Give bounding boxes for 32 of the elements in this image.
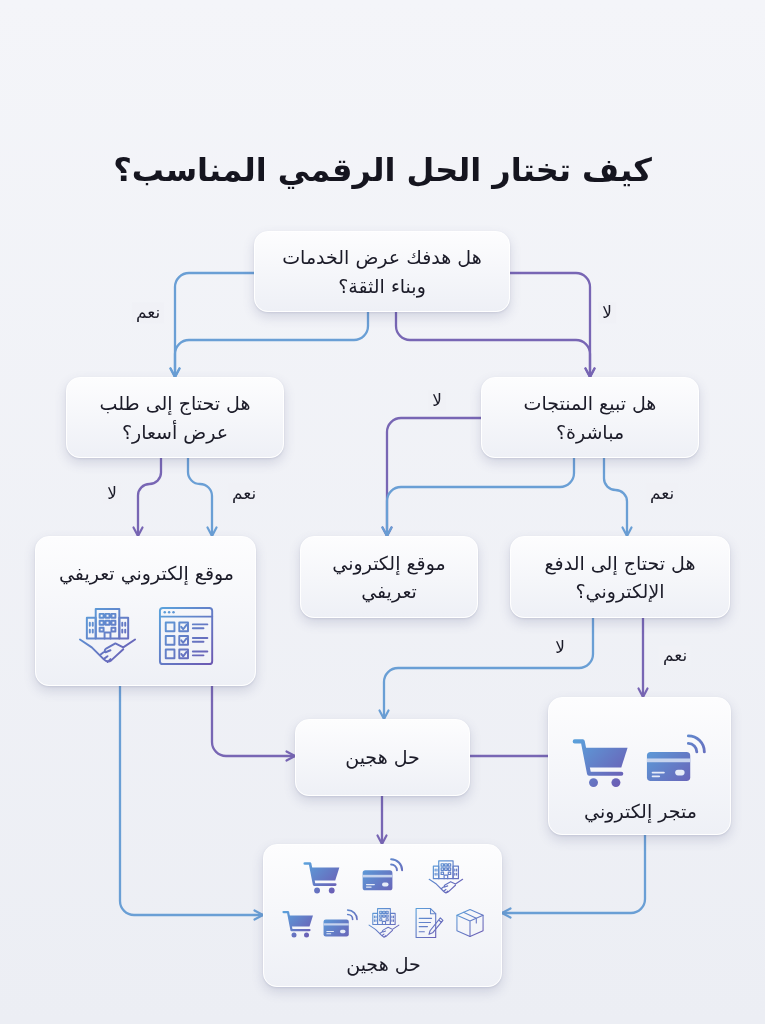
arrow: [637, 616, 649, 699]
title: كيف تختار الحل الرقمي المناسب؟: [113, 150, 652, 191]
decision-box: [66, 377, 284, 458]
connector-line: [468, 754, 550, 758]
question-text: هل تحتاج إلى طلب عرض أسعار؟: [98, 391, 252, 446]
arrow: [500, 833, 647, 919]
question-text: هل تحتاج إلى الدفع الإلكتروني؟: [543, 550, 697, 605]
result-card: [263, 844, 502, 987]
result-text: موقع إلكتروني تعريفي: [59, 560, 234, 587]
arrow: [132, 456, 163, 538]
arrow: [186, 456, 218, 538]
result-box: [300, 536, 478, 618]
arrow: [210, 684, 297, 762]
result-text: حل هجين: [346, 951, 421, 978]
arrow: [394, 310, 596, 379]
result-text: حل هجين: [345, 745, 420, 771]
result-box: [295, 719, 470, 796]
result-card: [548, 697, 731, 835]
decision-box: [254, 231, 510, 312]
result-text: متجر إلكتروني: [584, 798, 697, 825]
question-text: هل هدفك عرض الخدمات وبناء الثقة؟: [281, 245, 483, 300]
arrow: [602, 456, 633, 538]
question-text: هل تبيع المنتجات مباشرة؟: [522, 391, 658, 446]
arrow: [169, 310, 370, 379]
arrow: [376, 794, 388, 846]
arrow: [381, 456, 576, 538]
arrow: [378, 616, 595, 721]
result-card: [35, 536, 256, 686]
decision-box: [510, 536, 730, 618]
decision-box: [481, 377, 699, 458]
arrow: [118, 684, 265, 921]
result-text: موقع إلكتروني تعريفي: [331, 550, 447, 605]
